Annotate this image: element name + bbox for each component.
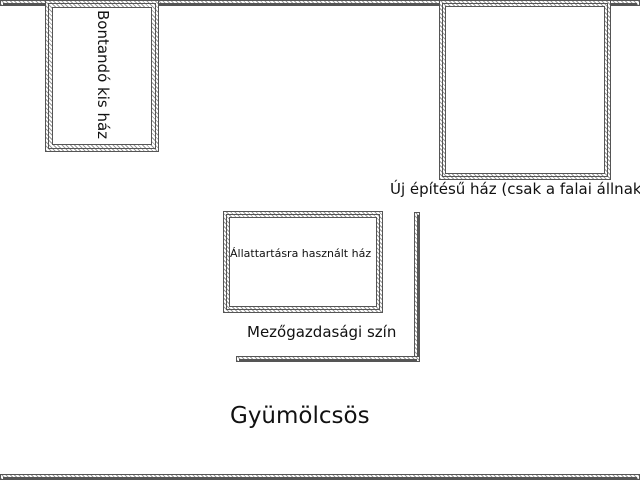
shed-side-wall bbox=[414, 212, 420, 362]
new-house-floor bbox=[445, 6, 605, 174]
new-house-wall bbox=[439, 0, 611, 180]
shed-label: Mezőgazdasági szín bbox=[247, 323, 397, 341]
animal-house-floor bbox=[229, 217, 377, 307]
new-house-label: Új építésű ház (csak a falai állnak) bbox=[390, 180, 640, 198]
small-house-wall bbox=[45, 0, 159, 152]
small-house-label: Bontandó kis ház bbox=[94, 10, 112, 140]
animal-house-wall bbox=[223, 211, 383, 313]
shed-bottom-wall bbox=[236, 356, 420, 362]
orchard-label: Gyümölcsös bbox=[230, 403, 370, 429]
small-house-floor bbox=[52, 7, 152, 145]
bottom-boundary-wall bbox=[0, 474, 640, 480]
animal-house-label: Állattartásra használt ház bbox=[230, 247, 372, 260]
